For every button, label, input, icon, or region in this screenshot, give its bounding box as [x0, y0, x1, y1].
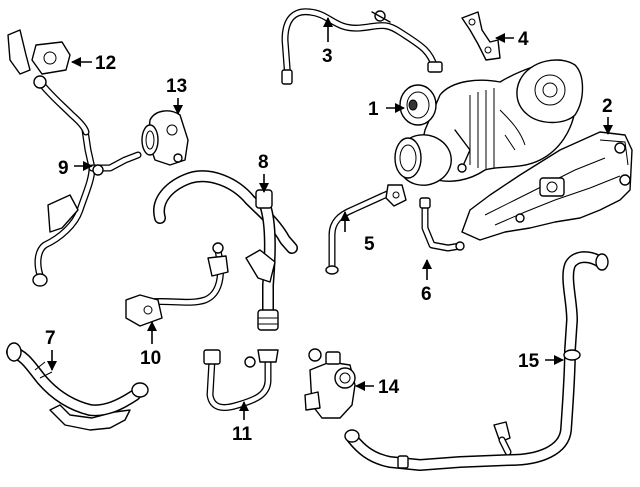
callout-13: 13: [166, 76, 187, 115]
callout-13-number: 13: [166, 76, 187, 97]
callout-1: 1: [368, 99, 405, 120]
callout-11: 11: [232, 401, 253, 445]
callout-4: 4: [495, 29, 529, 50]
oil-return-pipe-part[interactable]: [325, 184, 407, 275]
callout-14: 14: [355, 377, 400, 398]
callout-10: 10: [140, 321, 161, 369]
callout-5-number: 5: [364, 234, 375, 255]
callout-3-number: 3: [322, 46, 333, 67]
turbocharger-part[interactable]: [394, 59, 584, 186]
callout-8: 8: [258, 152, 269, 193]
callout-6: 6: [421, 259, 432, 305]
vacuum-actuator-part[interactable]: [7, 29, 90, 136]
bracket-part[interactable]: [461, 11, 501, 61]
callout-1-number: 1: [368, 99, 379, 120]
long-coolant-hose-part[interactable]: [344, 251, 609, 471]
coolant-pipe-bottom-part[interactable]: [203, 349, 279, 411]
callout-7: 7: [45, 328, 57, 371]
coolant-pipe-middle-part[interactable]: [125, 242, 229, 327]
heat-shield-part[interactable]: [461, 131, 633, 241]
callout-2-number: 2: [602, 96, 613, 117]
callout-12-number: 12: [95, 53, 116, 74]
coolant-hose-lower-left-part[interactable]: [6, 342, 149, 431]
callout-4-number: 4: [518, 29, 529, 50]
callout-15: 15: [518, 351, 564, 372]
callout-9-number: 9: [58, 158, 69, 179]
callout-12: 12: [71, 53, 116, 74]
callout-9: 9: [58, 158, 93, 179]
callout-14-number: 14: [378, 377, 400, 398]
oil-feed-pipe-part[interactable]: [419, 197, 465, 252]
callout-8-number: 8: [258, 152, 269, 173]
water-pump-valve-part[interactable]: [304, 348, 356, 419]
callout-7-number: 7: [45, 328, 56, 349]
callout-3: 3: [322, 17, 333, 67]
callout-11-number: 11: [232, 424, 253, 445]
thermostat-housing-part[interactable]: [141, 110, 189, 166]
callout-5: 5: [340, 211, 375, 255]
callout-10-number: 10: [140, 348, 161, 369]
callout-15-number: 15: [518, 351, 540, 372]
oil-line-part[interactable]: [281, 8, 443, 85]
callout-6-number: 6: [421, 284, 432, 305]
callout-2: 2: [602, 96, 613, 135]
coolant-pipe-left-part[interactable]: [32, 126, 142, 287]
coolant-hose-center-part[interactable]: [153, 170, 298, 331]
